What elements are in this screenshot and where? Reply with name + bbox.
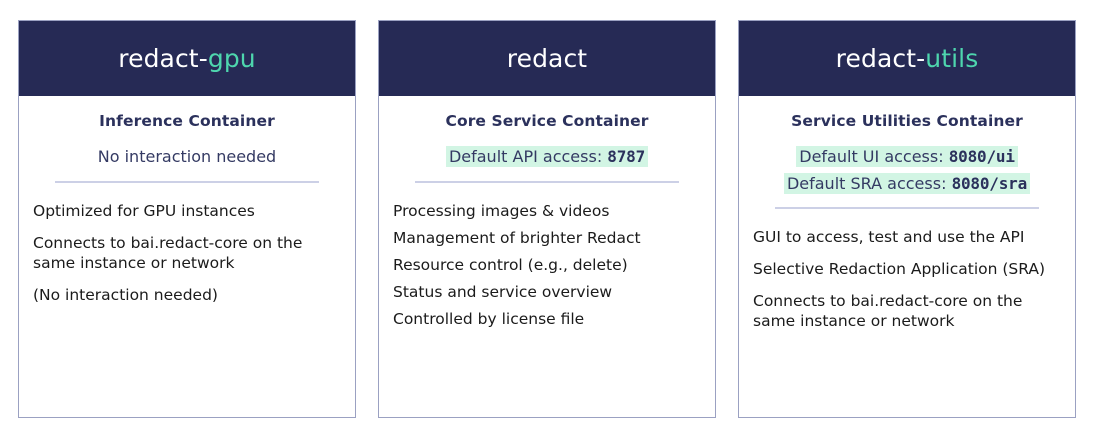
card-top-redact-gpu: Inference Container No interaction neede… bbox=[19, 96, 355, 183]
card-redact-gpu: redact-gpu Inference Container No intera… bbox=[18, 20, 356, 418]
card-access-label: Default API access: bbox=[448, 147, 603, 167]
card-divider-wrap bbox=[749, 206, 1065, 209]
card-body-redact: Processing images & videos Management of… bbox=[379, 183, 715, 417]
card-access-highlight: Default SRA access: 8080/sra bbox=[783, 172, 1031, 194]
card-body-line: Selective Redaction Application (SRA) bbox=[753, 259, 1046, 278]
card-body-redact-gpu: Optimized for GPU instances Connects to … bbox=[19, 183, 355, 417]
card-body-line: (No interaction needed) bbox=[33, 285, 218, 304]
card-divider bbox=[775, 206, 1039, 209]
card-access-line: Default UI access: 8080/ui bbox=[749, 145, 1065, 168]
card-title-base: redact bbox=[506, 43, 588, 73]
card-subtitle: Inference Container bbox=[99, 112, 275, 130]
card-access-label: No interaction needed bbox=[97, 147, 277, 167]
card-access-line: Default API access: 8787 bbox=[389, 145, 705, 168]
card-access-line: No interaction needed bbox=[29, 145, 345, 168]
card-divider-wrap bbox=[389, 180, 705, 183]
card-access-highlight: Default API access: 8787 bbox=[445, 146, 649, 168]
card-top-redact: Core Service Container Default API acces… bbox=[379, 96, 715, 183]
card-body-line: Controlled by license file bbox=[393, 310, 585, 329]
card-title-accent: utils bbox=[925, 43, 979, 73]
card-body-line: Status and service overview bbox=[393, 282, 613, 301]
card-access-highlight: Default UI access: 8080/ui bbox=[796, 146, 1018, 168]
card-body-redact-utils: GUI to access, test and use the API Sele… bbox=[739, 209, 1075, 417]
card-access-value: 8080/sra bbox=[951, 173, 1028, 193]
card-subtitle: Core Service Container bbox=[445, 112, 649, 130]
card-title-base: redact- bbox=[835, 43, 926, 73]
card-divider-wrap bbox=[29, 180, 345, 183]
card-header-redact: redact bbox=[379, 21, 715, 96]
card-access-value: 8080/ui bbox=[948, 147, 1015, 167]
card-divider bbox=[55, 180, 319, 183]
card-divider bbox=[415, 180, 679, 183]
card-body-line: GUI to access, test and use the API bbox=[753, 227, 1025, 246]
card-body-line: Connects to bai.redact-core on the same … bbox=[33, 233, 303, 272]
card-header-redact-utils: redact-utils bbox=[739, 21, 1075, 96]
card-access-line: Default SRA access: 8080/sra bbox=[749, 172, 1065, 195]
card-access-label: Default SRA access: bbox=[786, 173, 947, 193]
card-title-base: redact- bbox=[118, 43, 208, 73]
card-body-line: Processing images & videos bbox=[393, 201, 610, 220]
card-title-accent: gpu bbox=[207, 43, 256, 73]
card-redact: redact Core Service Container Default AP… bbox=[378, 20, 716, 418]
card-body-line: Connects to bai.redact-core on the same … bbox=[753, 292, 1023, 331]
card-access-value: 8787 bbox=[607, 147, 646, 167]
card-body-line: Resource control (e.g., delete) bbox=[393, 255, 628, 274]
card-title-redact: redact bbox=[507, 46, 587, 71]
card-title-redact-utils: redact-utils bbox=[836, 46, 979, 71]
card-top-redact-utils: Service Utilities Container Default UI a… bbox=[739, 96, 1075, 209]
card-body-line: Optimized for GPU instances bbox=[33, 201, 255, 220]
card-title-redact-gpu: redact-gpu bbox=[118, 46, 255, 71]
card-redact-utils: redact-utils Service Utilities Container… bbox=[738, 20, 1076, 418]
card-access-label: Default UI access: bbox=[799, 147, 944, 167]
card-body-line: Management of brighter Redact bbox=[393, 228, 641, 247]
card-header-redact-gpu: redact-gpu bbox=[19, 21, 355, 96]
card-subtitle: Service Utilities Container bbox=[791, 112, 1023, 130]
